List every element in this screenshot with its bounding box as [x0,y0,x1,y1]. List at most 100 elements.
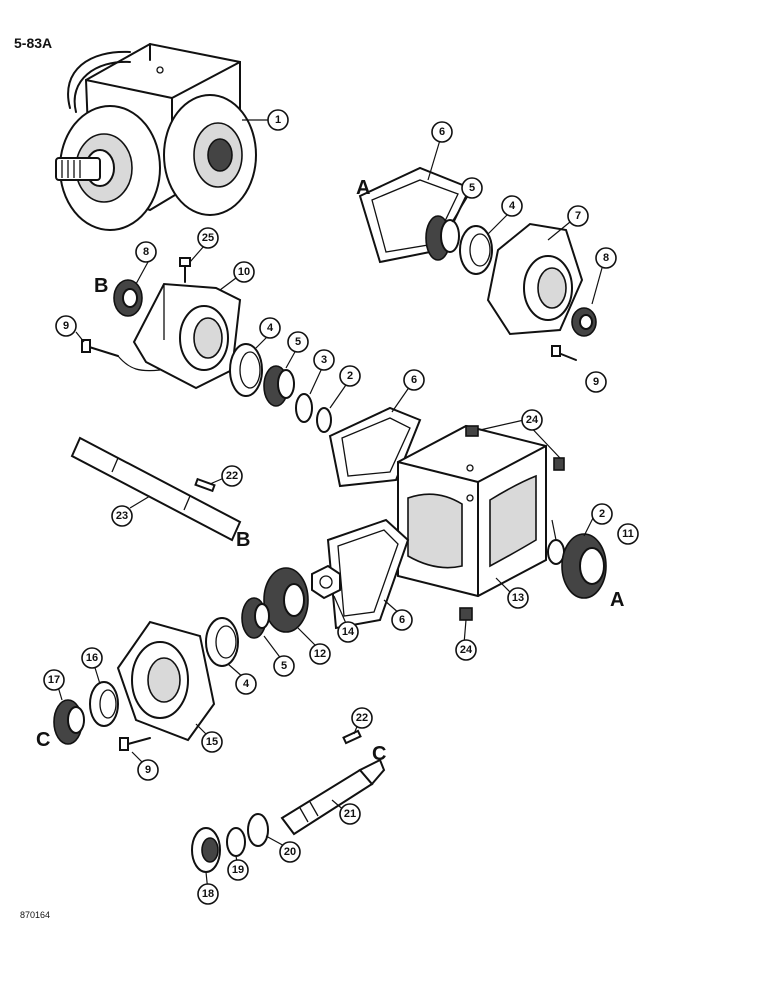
bevel-gear-11 [561,533,607,599]
assembled-gearbox [55,42,257,231]
bearing-cone-5-mid [263,365,295,407]
callout-4-low: 4 [235,673,257,695]
spacer-3 [295,393,313,423]
callout-5-top: 5 [461,177,483,199]
plug-24-bottom [459,607,473,621]
callout-1: 1 [267,109,289,131]
svg-text:5: 5 [295,336,301,348]
svg-text:25: 25 [202,232,214,244]
ref-letter-a-top: A [356,177,370,199]
callout-2-right: 2 [591,503,613,525]
callout-21: 21 [339,803,361,825]
bearing-cone-5-low [241,597,270,639]
svg-text:16: 16 [86,652,98,664]
svg-text:20: 20 [284,846,296,858]
bearing-cup-4-top [459,225,493,275]
svg-text:19: 19 [232,864,244,876]
callout-8-left: 8 [135,241,157,263]
svg-text:23: 23 [116,510,128,522]
svg-text:6: 6 [439,126,445,138]
callout-13: 13 [507,587,529,609]
svg-text:9: 9 [63,320,69,332]
bearing-cone-5-top [425,215,460,261]
seal-8-right [571,307,597,337]
washer-19 [226,827,246,857]
callout-5-mid: 5 [287,331,309,353]
svg-text:4: 4 [243,678,250,690]
svg-text:5: 5 [281,660,287,672]
key-22-low [342,729,362,745]
svg-text:7: 7 [575,210,581,222]
svg-text:4: 4 [267,322,274,334]
svg-text:5: 5 [469,182,475,194]
ref-letter-b-bottom: B [236,529,250,551]
svg-text:21: 21 [344,808,356,820]
housing-10 [132,282,242,390]
svg-text:14: 14 [342,626,355,638]
bolt-9-low [119,737,151,751]
svg-text:13: 13 [512,592,524,604]
svg-text:22: 22 [226,470,238,482]
pinion-gear-12 [263,567,309,633]
callout-9-low: 9 [137,759,159,781]
pinion-shaft-21 [280,758,386,836]
bearing-cup-16 [89,681,119,727]
callout-24-bottom: 24 [455,639,477,661]
svg-text:18: 18 [202,888,214,900]
callout-9-right: 9 [585,371,607,393]
seal-8-left [113,279,143,317]
svg-text:22: 22 [356,712,368,724]
snap-ring-2-mid [316,407,332,433]
bolt-25 [179,257,191,283]
callout-4-top: 4 [501,195,523,217]
callout-6-top: 6 [431,121,453,143]
callout-18: 18 [197,883,219,905]
callout-22-low: 22 [351,707,373,729]
svg-text:1: 1 [275,114,281,126]
svg-text:3: 3 [321,354,327,366]
svg-text:12: 12 [314,648,326,660]
nut-14 [311,564,341,600]
svg-text:8: 8 [143,246,149,258]
drawing-code: 870164 [20,910,50,920]
svg-text:11: 11 [622,528,634,540]
callout-22-top: 22 [221,465,243,487]
ref-letter-a-bottom: A [610,589,624,611]
plug-24-top [465,425,565,471]
housing-7 [486,222,584,336]
callout-9-left: 9 [55,315,77,337]
callout-16: 16 [81,647,103,669]
svg-text:15: 15 [206,736,218,748]
svg-text:24: 24 [526,414,539,426]
shaft-23 [70,436,242,542]
callout-2-mid: 2 [339,365,361,387]
bolt-9-left [81,339,119,357]
ref-letter-b-top: B [94,275,108,297]
svg-text:24: 24 [460,644,473,656]
callout-19: 19 [227,859,249,881]
callout-3: 3 [313,349,335,371]
ref-letter-c-right: C [372,743,386,765]
callout-14: 14 [337,621,359,643]
callout-24-top: 24 [521,409,543,431]
callout-17: 17 [43,669,65,691]
callout-7: 7 [567,205,589,227]
callout-11: 11 [617,523,639,545]
housing-15 [116,620,216,742]
callout-4-mid: 4 [259,317,281,339]
figure-label: 5-83A [14,35,52,51]
gearbox-housing-13 [397,424,547,598]
bearing-cup-4-low [205,617,239,667]
svg-text:6: 6 [411,374,417,386]
bearing-cup-4-mid [229,343,263,397]
callout-8-right: 8 [595,247,617,269]
washer-20 [247,813,269,847]
svg-text:8: 8 [603,252,609,264]
svg-text:10: 10 [238,266,250,278]
callout-25: 25 [197,227,219,249]
callout-5-low: 5 [273,655,295,677]
bearing-cone-17 [53,699,85,745]
gasket-6-low [326,518,410,630]
key-22-top [194,477,216,493]
bolt-9-right [551,345,577,361]
